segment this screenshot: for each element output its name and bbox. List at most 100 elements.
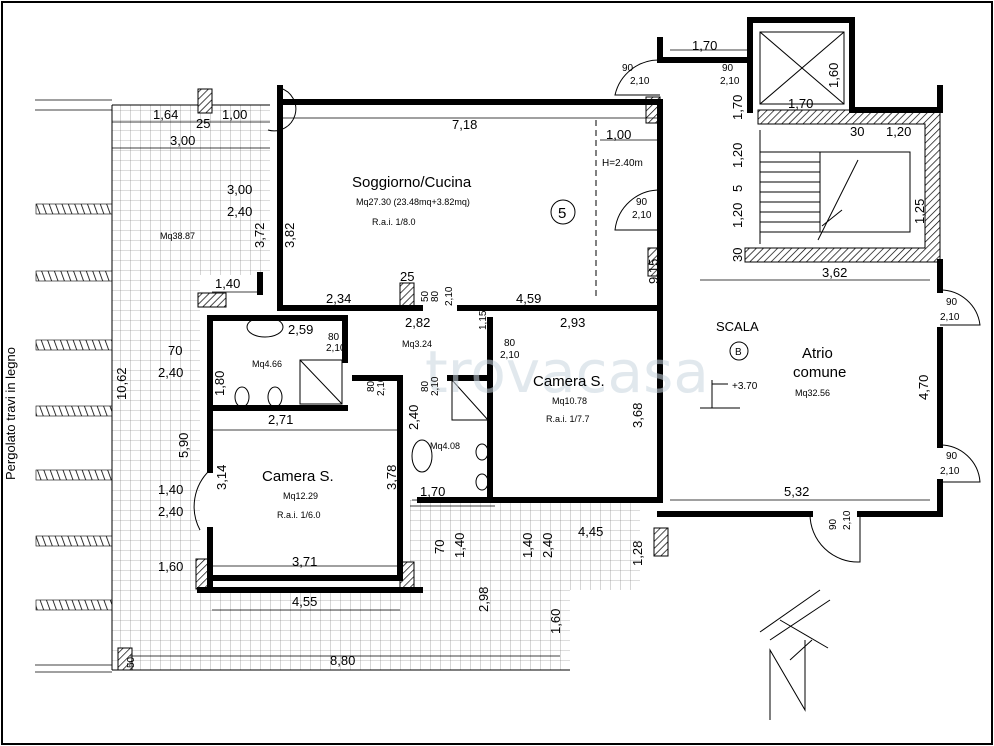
dim: 7,18 xyxy=(452,117,477,132)
dim: 2,10 xyxy=(940,466,960,477)
dim: 2,71 xyxy=(268,412,293,427)
dim: 3,14 xyxy=(214,465,229,490)
stair-label: SCALA xyxy=(716,319,759,334)
dim: 80 xyxy=(366,380,377,392)
dim: 5,90 xyxy=(176,433,191,458)
dim: 25 xyxy=(400,269,414,284)
dim: 80 xyxy=(328,332,340,343)
dim: 90 xyxy=(636,197,648,208)
dim: 1,70 xyxy=(730,95,745,120)
dim: 2,82 xyxy=(405,315,430,330)
dim: 1,40 xyxy=(215,276,240,291)
dim: 90 xyxy=(722,63,734,74)
dim: 80 xyxy=(504,338,516,349)
dim: 2,59 xyxy=(288,322,313,337)
dim: 2,10 xyxy=(842,510,853,530)
dim: 1,64 xyxy=(153,107,178,122)
room-name-camera-left: Camera S. xyxy=(262,468,334,485)
level-value: +3.70 xyxy=(732,381,758,392)
dim: 1,20 xyxy=(730,143,745,168)
dim: 5,32 xyxy=(784,484,809,499)
stair-letter: B xyxy=(735,347,742,358)
dim: 2,10 xyxy=(500,350,520,361)
dim: 80 xyxy=(420,380,431,392)
room-area-soggiorno: Mq27.30 (23.48mq+3.82mq) xyxy=(356,197,470,207)
room-area-bath-mid: Mq4.08 xyxy=(430,441,460,451)
dim: 2,10 xyxy=(940,312,960,323)
dimension-labels-vertical: 3,72 3,82 50 80 2,10 1,15 80 2,10 80 2,1… xyxy=(114,63,931,668)
room-rai-soggiorno: R.a.i. 1/8.0 xyxy=(372,217,416,227)
dim: 2,10 xyxy=(720,76,740,87)
doors xyxy=(193,59,981,563)
north-arrow xyxy=(759,589,831,720)
dim: 2,34 xyxy=(326,291,351,306)
dim: 3,62 xyxy=(822,265,847,280)
dim: 4,70 xyxy=(916,375,931,400)
dim: 3,00 xyxy=(227,182,252,197)
dim: 1,40 xyxy=(520,533,535,558)
dim: 1,70 xyxy=(788,96,813,111)
room-name-camera-right: Camera S. xyxy=(533,373,605,390)
dim: 90 xyxy=(946,451,958,462)
dim: 3,78 xyxy=(384,465,399,490)
dim: 2,93 xyxy=(560,315,585,330)
dim: 3,71 xyxy=(292,554,317,569)
bathroom-fixtures xyxy=(234,316,489,491)
dim: 70 xyxy=(432,540,447,554)
room-height: H=2.40m xyxy=(602,158,643,169)
dim: 30 xyxy=(850,124,864,139)
room-number-circle xyxy=(550,199,576,225)
staircase xyxy=(759,130,911,244)
dim: 1,80 xyxy=(212,371,227,396)
dim: 2,40 xyxy=(540,533,555,558)
lift-shaft xyxy=(759,31,845,105)
dim: 1,60 xyxy=(548,609,563,634)
dim: 4,55 xyxy=(292,594,317,609)
room-name-atrio: Atrio xyxy=(802,345,833,362)
dim: 50 xyxy=(126,656,137,668)
dim: 1,15 xyxy=(478,310,489,330)
side-label: Pergolato travi in legno xyxy=(3,347,18,480)
dim: 4,59 xyxy=(516,291,541,306)
dim: 1,70 xyxy=(692,38,717,53)
dim: 70 xyxy=(168,343,182,358)
dim: 80 xyxy=(430,290,441,302)
dim: 50 xyxy=(420,290,431,302)
dim: 1,00 xyxy=(606,127,631,142)
dim: 1,60 xyxy=(826,63,841,88)
dim: 30 xyxy=(730,248,745,262)
watermark: trovacasa xyxy=(425,338,709,406)
dim: 3,68 xyxy=(630,403,645,428)
room-area-camera-right: Mq10.78 xyxy=(552,396,587,406)
walls xyxy=(197,17,943,593)
dim: 1,40 xyxy=(158,482,183,497)
dim: 2,40 xyxy=(406,405,421,430)
dim: 8,80 xyxy=(330,653,355,668)
dim: 2,40 xyxy=(227,204,252,219)
stair-letter-circle xyxy=(729,341,749,361)
room-number: 5 xyxy=(558,205,566,222)
room-rai-camera-left: R.a.i. 1/6.0 xyxy=(277,510,321,520)
dim: 2,10 xyxy=(630,76,650,87)
dim: 5 xyxy=(730,185,745,192)
terrace-tiles xyxy=(112,105,640,670)
dim: 1,20 xyxy=(886,124,911,139)
dim: 2,10 xyxy=(376,376,387,396)
dim: 2,40 xyxy=(158,504,183,519)
dim: 1,20 xyxy=(730,203,745,228)
dim: 2,40 xyxy=(158,365,183,380)
dim: 90 xyxy=(828,518,839,530)
room-name-soggiorno: Soggiorno/Cucina xyxy=(352,174,472,191)
room-rai-camera-right: R.a.i. 1/7.7 xyxy=(546,414,590,424)
dim: 2,98 xyxy=(476,587,491,612)
dim: 1,28 xyxy=(630,541,645,566)
dim: 1,25 xyxy=(912,199,927,224)
dim: 1,40 xyxy=(452,533,467,558)
dimension-lines xyxy=(112,49,930,657)
dim: 10,62 xyxy=(114,367,129,400)
dim: 1,60 xyxy=(158,559,183,574)
dim: 4,45 xyxy=(578,524,603,539)
dim: 3,82 xyxy=(282,223,297,248)
